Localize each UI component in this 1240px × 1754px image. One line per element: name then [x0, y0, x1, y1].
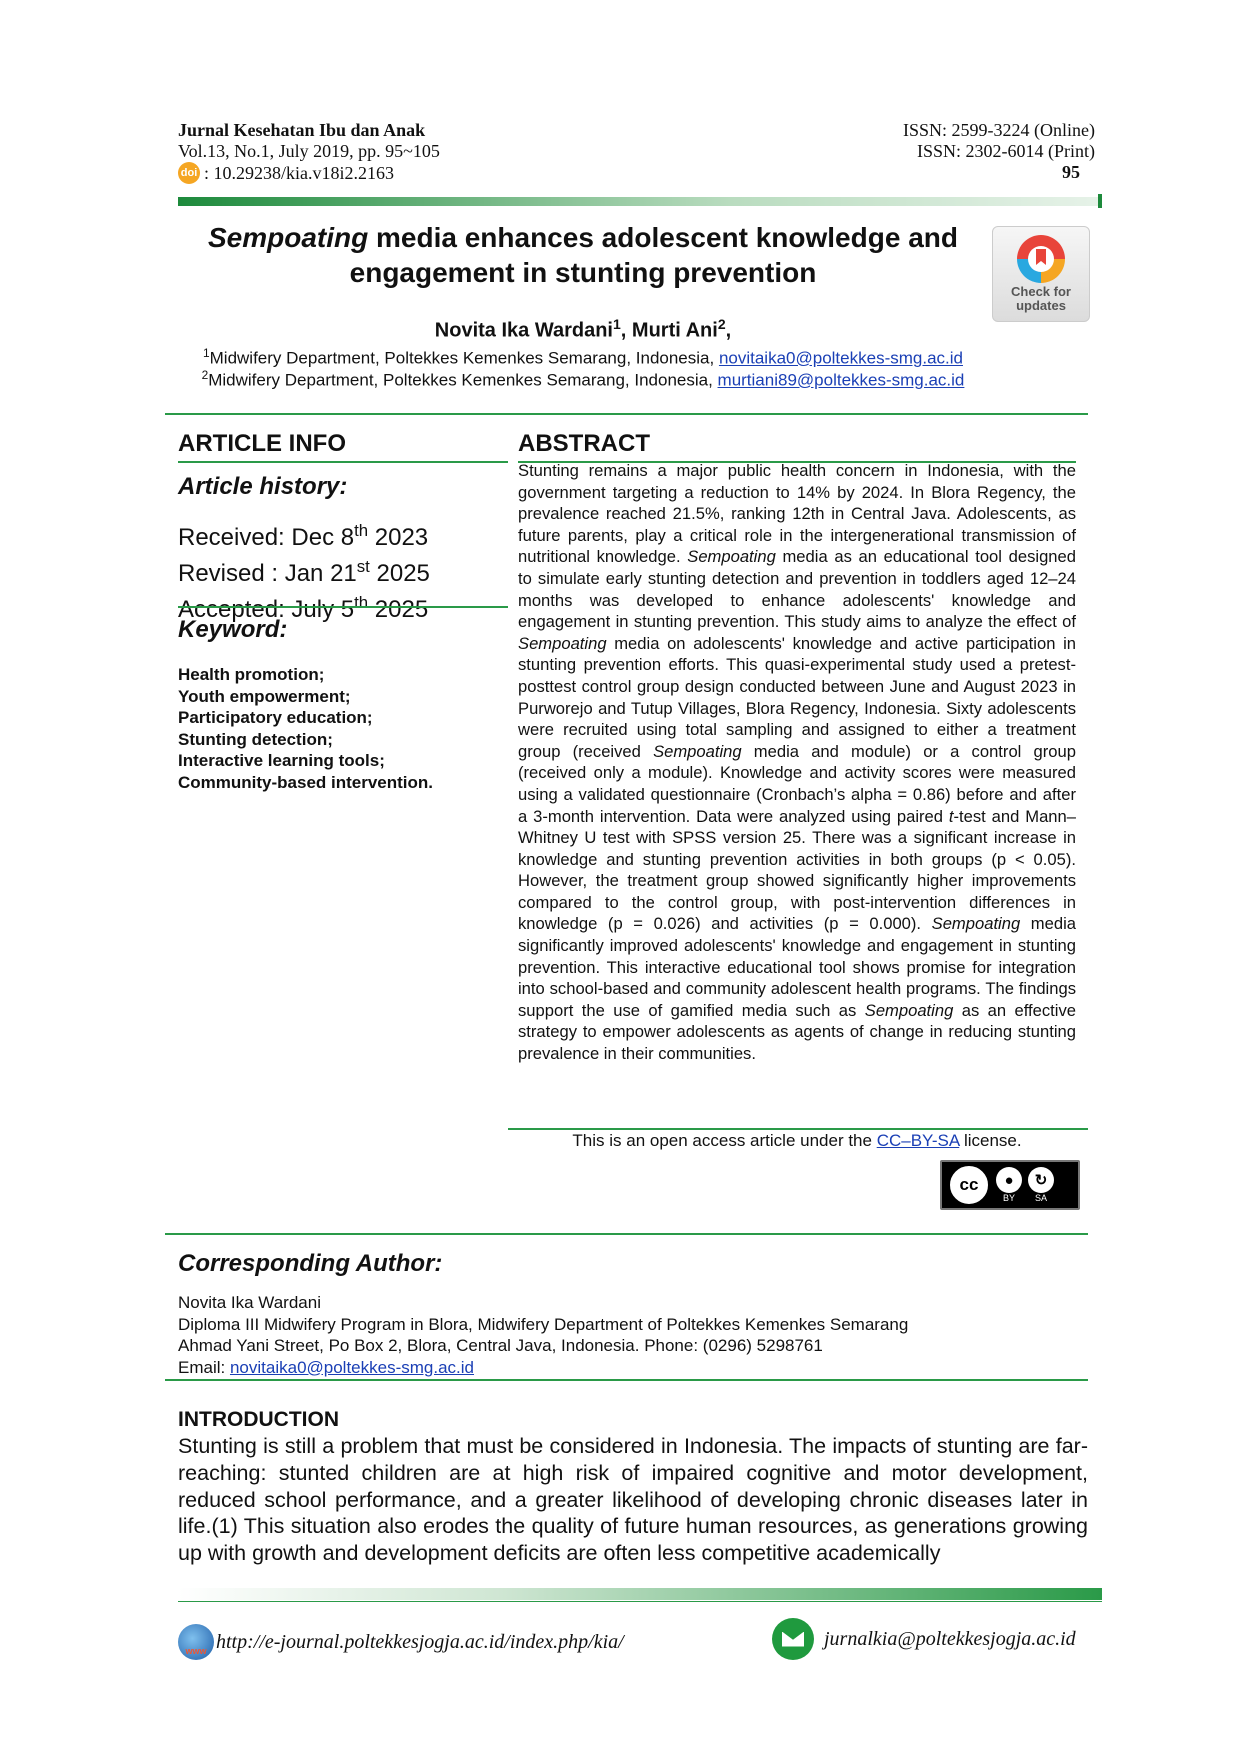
share-alike-icon: ↻	[1028, 1167, 1054, 1193]
keyword-item: Participatory education;	[178, 708, 373, 727]
accepted-date: Accepted: July 5th 2025	[178, 593, 429, 623]
footer-url: http://e-journal.poltekkesjogja.ac.id/in…	[178, 1624, 624, 1660]
keyword-heading: Keyword:	[178, 616, 288, 643]
doi-text[interactable]: : 10.29238/kia.v18i2.2163	[204, 162, 394, 183]
info-divider	[178, 461, 508, 463]
sa-icon-block: ↻ SA	[1028, 1167, 1054, 1203]
article-history: Received: Dec 8th 2023 Revised : Jan 21s…	[178, 516, 430, 624]
license-link[interactable]: CC–BY-SA	[876, 1131, 960, 1150]
keyword-item: Health promotion;	[178, 665, 325, 684]
history-divider	[178, 606, 508, 608]
keyword-item: Youth empowerment;	[178, 686, 351, 706]
revised-date: Revised : Jan 21st 2025	[178, 557, 430, 587]
abstract-text: Stunting remains a major public health c…	[518, 461, 1077, 1064]
page-number: 95	[1062, 162, 1080, 182]
keyword-item: Community-based intervention.	[178, 772, 434, 792]
issn-online: ISSN: 2599-3224 (Online)	[903, 120, 1095, 140]
corresponding-program: Diploma III Midwifery Program in Blora, …	[178, 1314, 909, 1334]
corresponding-email: Email: novitaika0@poltekkes-smg.ac.id	[178, 1357, 475, 1377]
affiliation-1: 1Midwifery Department, Poltekkes Kemenke…	[203, 346, 963, 368]
footer-email: jurnalkia@poltekkesjogja.ac.id	[772, 1618, 1076, 1660]
corresponding-divider-top	[165, 1233, 1088, 1235]
issn-print: ISSN: 2302-6014 (Print)	[916, 141, 1095, 161]
article-title: Sempoating media enhances adolescent kno…	[178, 220, 988, 290]
cc-icon: cc	[948, 1164, 990, 1206]
by-icon-block: ● BY	[996, 1167, 1022, 1203]
doi-icon: doi	[178, 162, 200, 184]
journal-email-link[interactable]: jurnalkia@poltekkesjogja.ac.id	[824, 1627, 1076, 1650]
article-history-heading: Article history:	[178, 473, 348, 500]
footer-line	[178, 1601, 1102, 1602]
corresponding-heading: Corresponding Author:	[178, 1250, 443, 1277]
cc-by-sa-badge[interactable]: cc ● BY ↻ SA	[940, 1160, 1080, 1210]
affiliation-1-email-link[interactable]: novitaika0@poltekkes-smg.ac.id	[718, 348, 963, 368]
corresponding-email-link[interactable]: novitaika0@poltekkes-smg.ac.id	[229, 1357, 475, 1377]
title-line1: media enhances adolescent knowledge and	[368, 222, 958, 253]
mail-icon	[772, 1618, 814, 1660]
doi-row: doi : 10.29238/kia.v18i2.2163	[178, 162, 440, 184]
abstract-end-divider	[508, 1128, 1088, 1130]
corresponding-details: Novita Ika Wardani Diploma III Midwifery…	[178, 1292, 908, 1378]
abstract-heading: ABSTRACT	[518, 430, 650, 457]
title-line2: engagement in stunting prevention	[349, 257, 817, 288]
header-divider-end	[1098, 194, 1102, 208]
corresponding-divider-bottom	[165, 1379, 1088, 1381]
journal-url-link[interactable]: http://e-journal.poltekkesjogja.ac.id/in…	[216, 1630, 624, 1653]
article-info-heading: ARTICLE INFO	[178, 430, 346, 457]
check-updates-icon	[1017, 235, 1065, 283]
affiliation-2-email-link[interactable]: murtiani89@poltekkes-smg.ac.id	[717, 370, 965, 390]
person-icon: ●	[996, 1167, 1022, 1193]
received-date: Received: Dec 8th 2023	[178, 521, 429, 551]
corresponding-address: Ahmad Yani Street, Po Box 2, Blora, Cent…	[178, 1336, 823, 1355]
issn-block: ISSN: 2599-3224 (Online) ISSN: 2302-6014…	[903, 120, 1095, 183]
abstract-divider	[518, 461, 1076, 463]
introduction-heading: INTRODUCTION	[178, 1408, 339, 1431]
globe-icon	[178, 1624, 214, 1660]
check-updates-label: Check for updates	[1011, 284, 1071, 313]
section-divider	[165, 413, 1088, 415]
title-italic: Sempoating	[208, 222, 369, 253]
keyword-item: Interactive learning tools;	[178, 751, 385, 770]
journal-header: Jurnal Kesehatan Ibu dan Anak Vol.13, No…	[178, 120, 440, 184]
header-divider	[178, 197, 1098, 206]
keyword-item: Stunting detection;	[178, 729, 333, 749]
introduction-text: Stunting is still a problem that must be…	[178, 1434, 1088, 1566]
corresponding-name: Novita Ika Wardani	[178, 1293, 321, 1312]
keyword-list: Health promotion; Youth empowerment; Par…	[178, 664, 433, 793]
journal-name: Jurnal Kesehatan Ibu dan Anak	[178, 120, 426, 140]
license-note: This is an open access article under the…	[572, 1131, 1022, 1150]
affiliation-2: 2Midwifery Department, Poltekkes Kemenke…	[201, 368, 965, 390]
authors: Novita Ika Wardani1, Murti Ani2,	[434, 316, 732, 342]
check-for-updates-button[interactable]: Check for updates	[992, 226, 1090, 322]
journal-volume: Vol.13, No.1, July 2019, pp. 95~105	[178, 141, 440, 161]
footer-bar	[178, 1588, 1102, 1600]
